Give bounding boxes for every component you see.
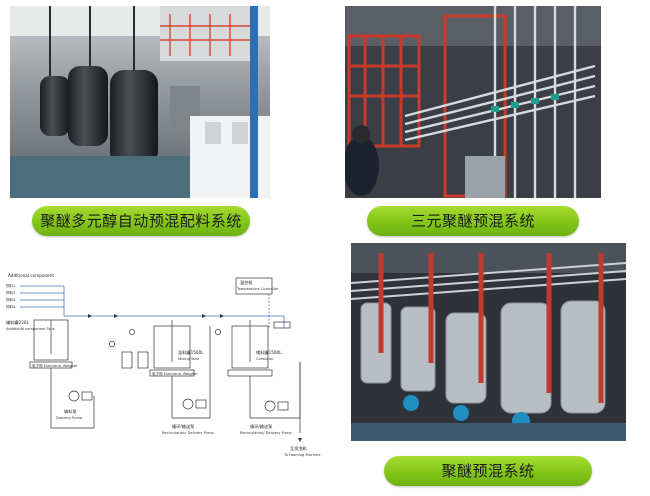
label-additional-tank-en: Additional component Tank — [6, 327, 56, 331]
label-input-3: 物料3 — [6, 297, 15, 302]
label-mixing-tank-cn: 混料罐1500L — [178, 349, 204, 356]
label-recirc-pump-cn-2: 循环/输送泵 — [250, 423, 272, 430]
caption-polyether-premix-system: 聚醚预混系统 — [384, 456, 592, 486]
label-temp-controller-en: Temperature Controller — [236, 287, 279, 291]
photo-polyol-batching-system — [10, 6, 270, 198]
process-flow-diagram: Additional component 物料1 物料2 物料3 物料4 辅料罐… — [4, 268, 326, 468]
label-additional-tank-cn: 辅料罐220L — [6, 319, 30, 326]
process-flow-svg: Additional component 物料1 物料2 物料3 物料4 辅料罐… — [6, 273, 321, 457]
label-recirc-pump-cn-1: 循环/输送泵 — [172, 423, 194, 430]
photo-polyether-premix-system — [351, 243, 626, 441]
photo-polyol-batching-illustration — [10, 6, 270, 198]
photo-ternary-polyether-illustration — [345, 6, 601, 198]
label-weigher-1: 电子秤 Electronic Weigher — [32, 363, 78, 368]
label-container-cn: 储料罐1500L — [256, 349, 282, 356]
photo-polyether-premix-illustration — [351, 243, 626, 441]
label-input-4: 物料4 — [6, 304, 16, 309]
label-recirc-pump-en-1: Recirculation/ Delivery Pump — [162, 431, 215, 435]
label-mixing-tank-en: Mixing Tank — [178, 357, 200, 361]
label-input-1: 物料1 — [6, 283, 15, 288]
caption-ternary-polyether-system: 三元聚醚预混系统 — [367, 206, 579, 236]
label-container-en: Container — [256, 357, 274, 361]
label-delivery-pump-en: Delivery Pump — [56, 416, 83, 420]
label-weigher-2: 电子秤 Electronic Weigher — [152, 371, 198, 376]
photo-ternary-polyether-system — [345, 6, 601, 198]
label-recirc-pump-en-2: Recirculation/ Delivery Pump — [240, 431, 293, 435]
label-additional-component: Additional component — [8, 273, 54, 278]
label-foaming-en: To Foaming Machine — [283, 453, 321, 457]
caption-polyol-batching-system: 聚醚多元醇自动预混配料系统 — [32, 206, 250, 236]
label-temp-controller-cn: 温控机 — [240, 279, 253, 286]
label-input-2: 物料2 — [6, 290, 15, 295]
label-foaming-cn: 至发泡机 — [290, 445, 308, 452]
label-delivery-pump-cn: 输料泵 — [64, 408, 77, 415]
